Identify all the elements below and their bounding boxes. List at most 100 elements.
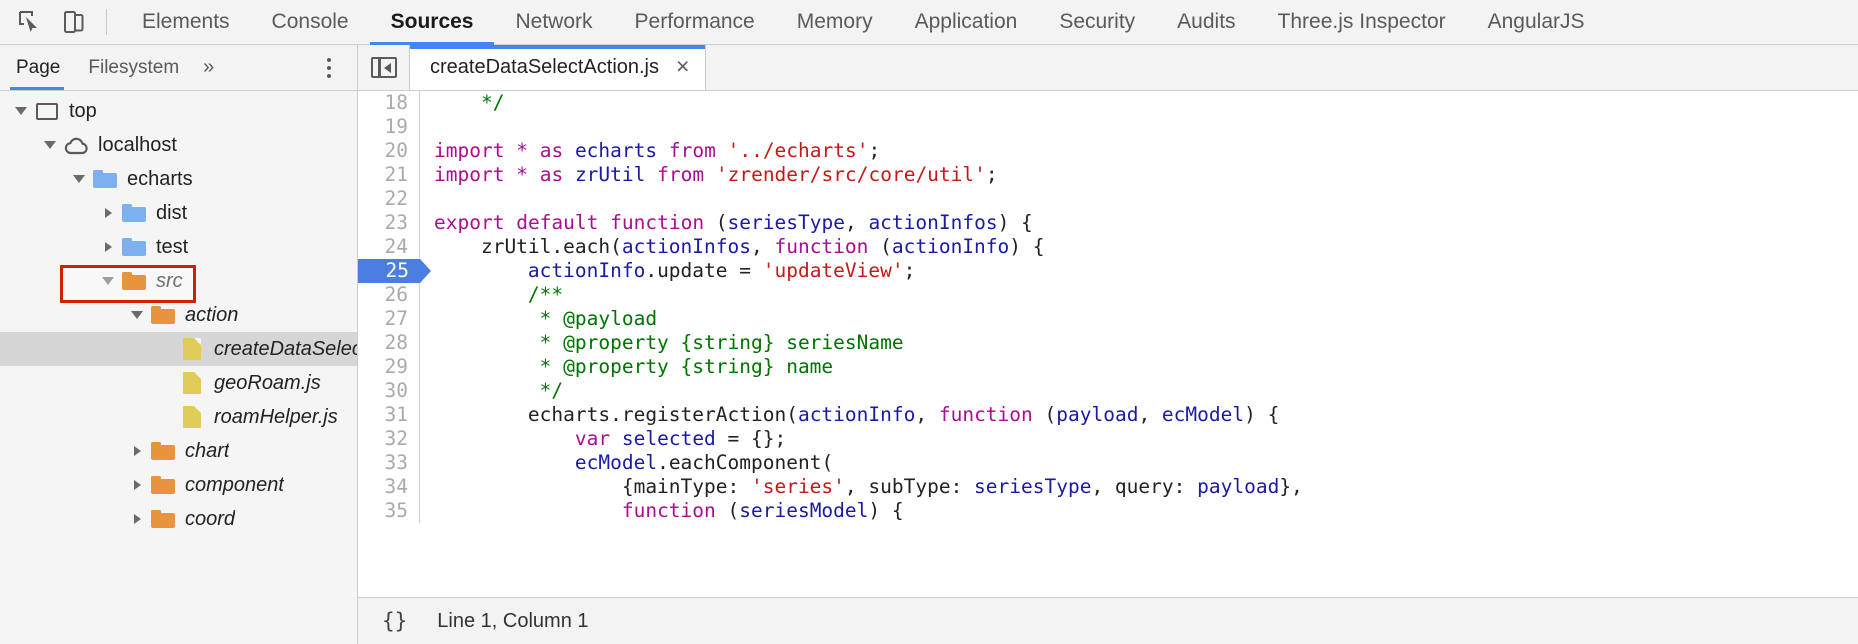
- tree-item-geoRoam-js[interactable]: geoRoam.js: [0, 366, 357, 400]
- more-options-icon[interactable]: [311, 46, 347, 90]
- line-number[interactable]: 30: [358, 379, 420, 403]
- collapse-arrow-icon[interactable]: [10, 107, 32, 115]
- line-number[interactable]: 32: [358, 427, 420, 451]
- panel-tab-application[interactable]: Application: [894, 0, 1039, 45]
- code-token: [504, 163, 516, 186]
- editor-file-tab[interactable]: createDataSelectAction.js ×: [409, 45, 707, 90]
- line-number[interactable]: 18: [358, 91, 420, 115]
- line-number[interactable]: 33: [358, 451, 420, 475]
- line-number[interactable]: 28: [358, 331, 420, 355]
- panel-tab-threejs-inspector[interactable]: Three.js Inspector: [1257, 0, 1467, 45]
- expand-arrow-icon[interactable]: [126, 480, 148, 490]
- line-number[interactable]: 26: [358, 283, 420, 307]
- collapse-arrow-icon[interactable]: [97, 277, 119, 285]
- code-line[interactable]: 30 */: [358, 379, 1858, 403]
- collapse-sidebar-icon[interactable]: [358, 45, 410, 90]
- tree-item-label: component: [185, 473, 284, 496]
- code-line[interactable]: 19: [358, 115, 1858, 139]
- code-token: * @property {string} name: [434, 355, 834, 378]
- code-token: [528, 139, 540, 162]
- inspect-element-icon[interactable]: [8, 0, 52, 44]
- tree-item-dist[interactable]: dist: [0, 196, 357, 230]
- panel-tab-memory[interactable]: Memory: [776, 0, 894, 45]
- code-line[interactable]: 28 * @property {string} seriesName: [358, 331, 1858, 355]
- code-token: (: [868, 235, 892, 258]
- code-line[interactable]: 31 echarts.registerAction(actionInfo, fu…: [358, 403, 1858, 427]
- tree-item-localhost[interactable]: localhost: [0, 128, 357, 162]
- code-line[interactable]: 35 function (seriesModel) {: [358, 499, 1858, 523]
- code-token: ;: [868, 139, 881, 162]
- code-line[interactable]: 25 actionInfo.update = 'updateView';: [358, 259, 1858, 283]
- close-icon[interactable]: ×: [676, 52, 690, 79]
- collapse-arrow-icon[interactable]: [126, 311, 148, 319]
- code-line[interactable]: 18 */: [358, 91, 1858, 115]
- expand-arrow-icon[interactable]: [126, 514, 148, 524]
- code-token: * @property {string} seriesName: [434, 331, 904, 354]
- expand-arrow-icon[interactable]: [126, 446, 148, 456]
- code-token: *: [516, 163, 528, 186]
- toggle-device-toolbar-icon[interactable]: [52, 0, 96, 44]
- line-number[interactable]: 23: [358, 211, 420, 235]
- panel-tab-performance[interactable]: Performance: [614, 0, 776, 45]
- line-number[interactable]: 22: [358, 187, 420, 211]
- line-number[interactable]: 35: [358, 499, 420, 523]
- code-token: {mainType:: [434, 475, 751, 498]
- panel-tab-sources[interactable]: Sources: [369, 0, 495, 45]
- panel-tab-console[interactable]: Console: [251, 0, 370, 45]
- code-line[interactable]: 33 ecModel.eachComponent(: [358, 451, 1858, 475]
- tree-item-action[interactable]: action: [0, 298, 357, 332]
- line-number[interactable]: 20: [358, 139, 420, 163]
- line-number[interactable]: 19: [358, 115, 420, 139]
- panel-tab-security[interactable]: Security: [1038, 0, 1156, 45]
- tree-item-src[interactable]: src: [0, 264, 357, 303]
- pretty-print-button[interactable]: {}: [382, 609, 408, 633]
- code-line[interactable]: 34 {mainType: 'series', subType: seriesT…: [358, 475, 1858, 499]
- expand-arrow-icon[interactable]: [97, 242, 119, 252]
- navigator-tab-filesystem[interactable]: Filesystem: [74, 45, 193, 90]
- code-token: .update =: [645, 259, 763, 282]
- code-line[interactable]: 24 zrUtil.each(actionInfos, function (ac…: [358, 235, 1858, 259]
- line-number[interactable]: 31: [358, 403, 420, 427]
- collapse-arrow-icon[interactable]: [68, 175, 90, 183]
- panel-tab-audits[interactable]: Audits: [1156, 0, 1256, 45]
- code-token: ,: [844, 211, 869, 234]
- code-token: payload: [1056, 403, 1139, 426]
- tree-item-echarts[interactable]: echarts: [0, 162, 357, 196]
- line-number[interactable]: 21: [358, 163, 420, 187]
- javascript-file-icon: [183, 406, 201, 428]
- code-line[interactable]: 22: [358, 187, 1858, 211]
- collapse-arrow-icon[interactable]: [39, 141, 61, 149]
- tree-item-coord[interactable]: coord: [0, 502, 357, 536]
- line-number[interactable]: 29: [358, 355, 420, 379]
- line-number[interactable]: 34: [358, 475, 420, 499]
- panel-tab-elements[interactable]: Elements: [121, 0, 251, 45]
- tree-item-createDataSelectAction-js[interactable]: createDataSelectAction.js: [0, 332, 357, 366]
- tree-item-test[interactable]: test: [0, 230, 357, 264]
- code-line[interactable]: 27 * @payload: [358, 307, 1858, 331]
- line-number[interactable]: 24: [358, 235, 420, 259]
- panel-tab-network[interactable]: Network: [494, 0, 613, 45]
- tree-item-top[interactable]: top: [0, 94, 357, 128]
- tree-item-chart[interactable]: chart: [0, 434, 357, 468]
- line-number[interactable]: 27: [358, 307, 420, 331]
- code-token: ,: [750, 235, 775, 258]
- code-line[interactable]: 32 var selected = {};: [358, 427, 1858, 451]
- code-token: ) {: [1244, 403, 1280, 426]
- kebab-dot: [327, 73, 331, 78]
- navigator-tab-page[interactable]: Page: [0, 45, 74, 90]
- code-line[interactable]: 29 * @property {string} name: [358, 355, 1858, 379]
- code-line[interactable]: 26 /**: [358, 283, 1858, 307]
- tree-item-component[interactable]: component: [0, 468, 357, 502]
- panel-tab-angularjs[interactable]: AngularJS: [1467, 0, 1606, 45]
- code-line-text: * @payload: [420, 307, 657, 331]
- tree-item-label: src: [156, 269, 183, 292]
- code-line-text: export default function (seriesType, act…: [420, 211, 1033, 235]
- navigator-overflow-icon[interactable]: »: [193, 45, 224, 90]
- tree-item-roamHelper-js[interactable]: roamHelper.js: [0, 400, 357, 434]
- expand-arrow-icon[interactable]: [97, 208, 119, 218]
- line-number[interactable]: 25: [358, 259, 431, 283]
